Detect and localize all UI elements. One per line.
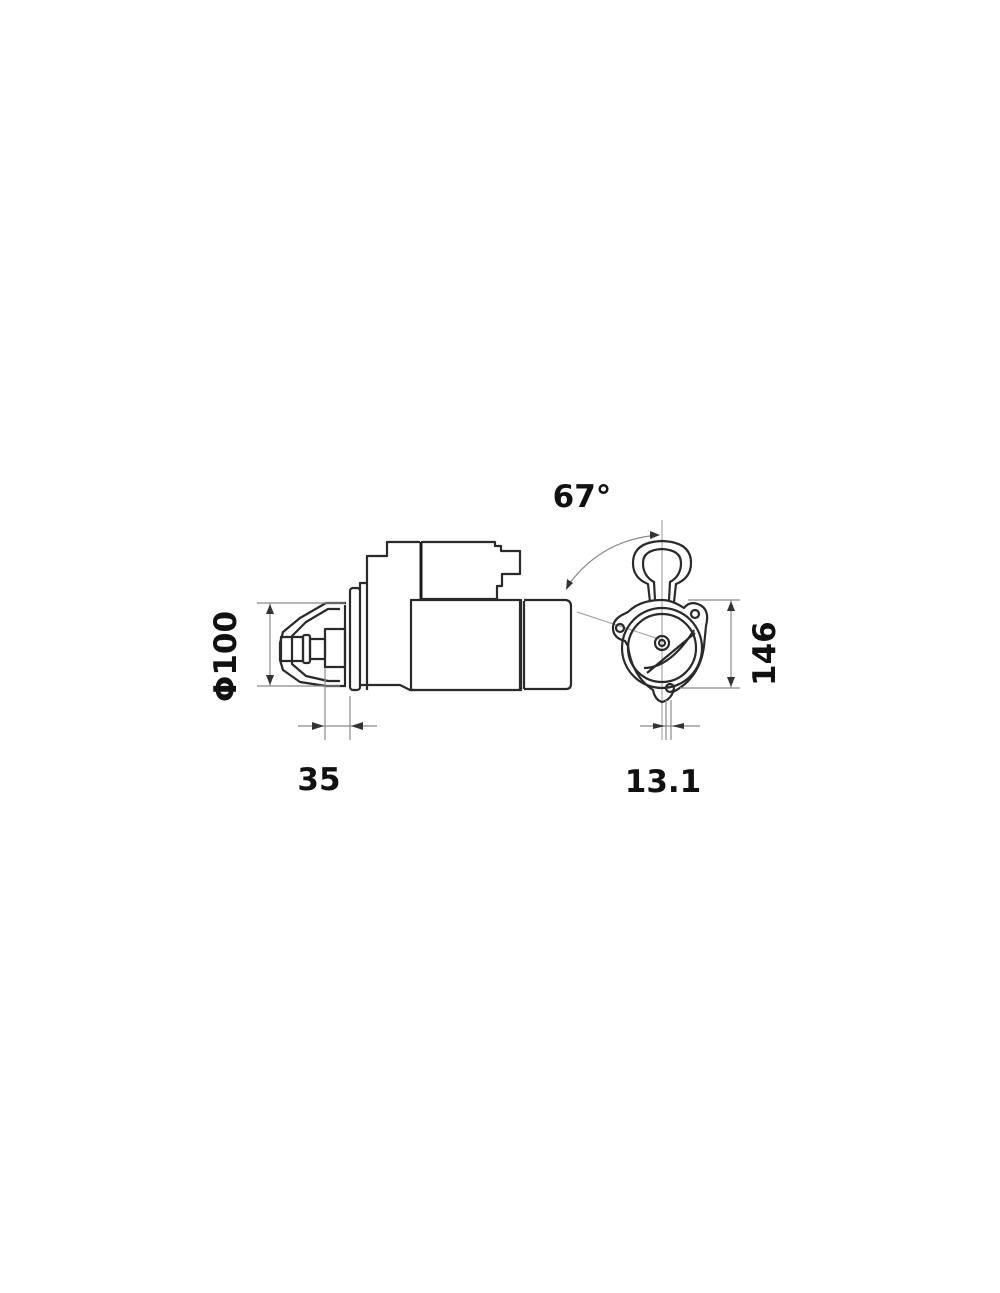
angle-dimension: [566, 531, 660, 590]
mounting-flange: [348, 586, 362, 692]
diameter-label: Φ100: [208, 611, 244, 702]
pinion-housing: [278, 601, 347, 688]
angle-label: 67°: [553, 479, 612, 515]
diameter-dimension: [257, 602, 345, 687]
end-housing: [611, 598, 709, 704]
flange-offset-dimension: [298, 668, 377, 740]
motor-body: [409, 598, 573, 692]
flange-offset-label: 35: [297, 762, 340, 798]
side-view: Φ100 35: [208, 540, 573, 798]
front-view: 67° 146: [553, 479, 783, 800]
height-label: 146: [747, 621, 783, 686]
solenoid-terminal: [631, 539, 693, 603]
bolt-offset-dimension: [640, 700, 700, 740]
solenoid: [419, 540, 522, 601]
bolt-offset-label: 13.1: [625, 764, 702, 800]
height-dimension: [680, 599, 740, 689]
